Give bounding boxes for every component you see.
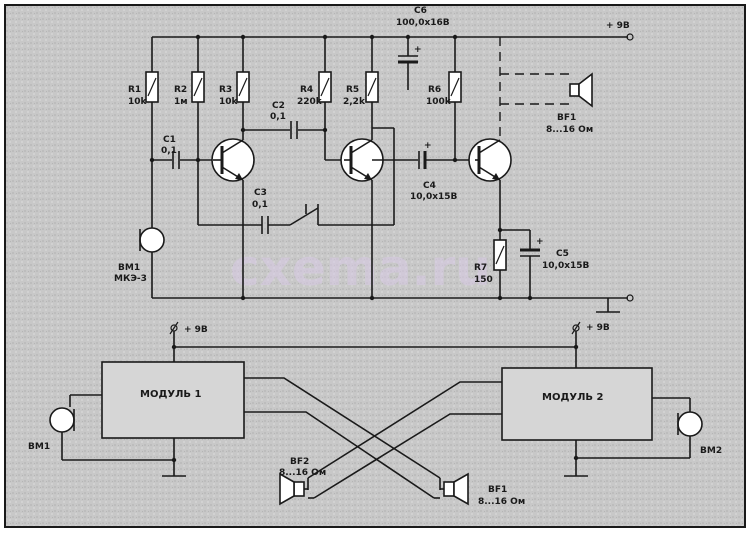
capacitor-c5: + C5 10,0х15В — [520, 230, 590, 301]
svg-text:BF1: BF1 — [488, 485, 507, 495]
svg-text:МКЭ-3: МКЭ-3 — [114, 274, 147, 284]
svg-text:+: + — [414, 45, 422, 55]
module-1: МОДУЛЬ 1 — [101, 361, 245, 439]
supply-label: + 9В — [606, 21, 630, 31]
svg-text:R4: R4 — [300, 85, 313, 95]
svg-text:ВМ2: ВМ2 — [700, 446, 722, 456]
svg-text:10k: 10k — [219, 97, 239, 107]
svg-text:C2: C2 — [272, 101, 285, 111]
crossline-m2-bf2-b — [313, 413, 502, 499]
microphone-right: ВМ2 — [576, 397, 722, 459]
svg-text:R1: R1 — [128, 85, 141, 95]
svg-text:0,1: 0,1 — [270, 112, 286, 122]
svg-text:C1: C1 — [163, 135, 176, 145]
svg-text:10k: 10k — [128, 97, 148, 107]
svg-text:R5: R5 — [346, 85, 359, 95]
svg-text:BF1: BF1 — [557, 113, 576, 123]
svg-text:8...16 Ом: 8...16 Ом — [279, 468, 326, 478]
svg-text:C4: C4 — [423, 181, 436, 191]
svg-text:0,1: 0,1 — [161, 146, 177, 156]
transistor-vt3 — [468, 138, 512, 182]
capacitor-c6: + C6 100,0х16В — [396, 6, 450, 90]
svg-text:ВМ1: ВМ1 — [118, 263, 140, 273]
svg-text:C5: C5 — [556, 249, 569, 259]
ground-terminal — [626, 294, 634, 302]
crossline-m2-bf2-a — [307, 381, 502, 479]
svg-text:100k: 100k — [426, 97, 452, 107]
svg-text:R7: R7 — [474, 263, 487, 273]
svg-text:R3: R3 — [219, 85, 232, 95]
svg-text:ВМ1: ВМ1 — [28, 442, 50, 452]
svg-text:+: + — [424, 141, 432, 151]
supply-terminal — [626, 33, 634, 41]
resistor-r2: R2 1м — [174, 71, 205, 107]
crossline-m1-bf1-a — [244, 377, 441, 479]
microphone-left: ВМ1 — [28, 394, 174, 461]
speaker-bf1-bottom: BF1 8...16 Ом — [434, 472, 525, 507]
svg-text:100,0х16В: 100,0х16В — [396, 18, 450, 28]
resistor-r4: R4 220k — [297, 71, 332, 107]
capacitor-c4: + C4 10,0х15В — [410, 141, 475, 202]
svg-text:C3: C3 — [254, 188, 267, 198]
capacitor-c2: C2 0,1 — [243, 101, 325, 139]
watermark: cxema.ru — [230, 239, 491, 297]
svg-text:1м: 1м — [174, 97, 188, 107]
svg-text:10,0х15В: 10,0х15В — [410, 192, 458, 202]
transistor-vt1 — [211, 138, 255, 182]
svg-text:8...16 Ом: 8...16 Ом — [546, 125, 593, 135]
speaker-bf2: BF2 8...16 Ом — [279, 457, 326, 506]
amplifier-circuit: + 9В R1 10k C1 0,1 ВМ1 — [114, 6, 634, 313]
system-diagram: + 9В МОДУЛЬ 1 ВМ1 + 9В — [28, 321, 722, 507]
speaker-bf1: BF1 8...16 Ом — [500, 72, 593, 135]
svg-text:C6: C6 — [414, 6, 427, 16]
supply-right-label: + 9В — [586, 323, 610, 333]
svg-text:МОДУЛЬ 2: МОДУЛЬ 2 — [542, 392, 603, 403]
svg-text:R6: R6 — [428, 85, 441, 95]
svg-text:BF2: BF2 — [290, 457, 309, 467]
supply-left-label: + 9В — [184, 325, 208, 335]
svg-text:2,2k: 2,2k — [343, 97, 366, 107]
svg-text:+: + — [536, 237, 544, 247]
svg-text:R2: R2 — [174, 85, 187, 95]
svg-text:220k: 220k — [297, 97, 323, 107]
svg-text:150: 150 — [474, 275, 493, 285]
module-2: МОДУЛЬ 2 — [501, 367, 653, 441]
crossline-m1-bf1-b — [244, 411, 435, 499]
svg-text:МОДУЛЬ 1: МОДУЛЬ 1 — [140, 389, 201, 400]
svg-text:10,0х15В: 10,0х15В — [542, 261, 590, 271]
svg-text:0,1: 0,1 — [252, 200, 268, 210]
svg-text:8...16 Ом: 8...16 Ом — [478, 497, 525, 507]
capacitor-c3: C3 0,1 — [252, 188, 290, 234]
switch — [289, 204, 374, 226]
resistor-r6: R6 100k — [426, 71, 462, 107]
